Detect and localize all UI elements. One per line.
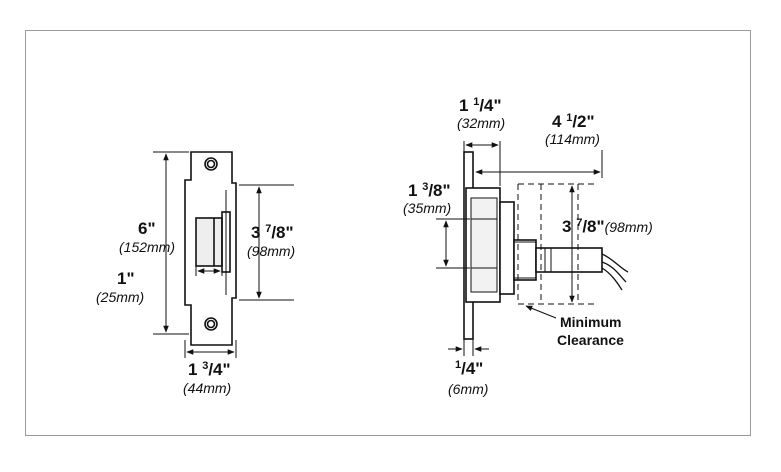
body-height-label: 1 3/8" (408, 181, 451, 200)
front-plate-height-label: 3 7/8" (251, 223, 294, 242)
overall-depth-metric: (114mm) (545, 131, 600, 147)
front-height-label: 6" (138, 219, 156, 238)
body-height-metric: (35mm) (403, 200, 452, 216)
top-screw-hole-inner (206, 159, 216, 169)
keeper-depth-metric: (25mm) (96, 289, 145, 305)
front-width-metric: (44mm) (183, 380, 232, 396)
bottom-screw-hole-inner (206, 319, 216, 329)
lead-wires (601, 253, 629, 291)
overall-depth-label: 4 1/2" (552, 112, 595, 131)
front-plate-height-metric: (98mm) (247, 243, 296, 259)
solenoid-housing (513, 239, 537, 281)
side-dimensions (436, 141, 603, 356)
front-width-label: 1 3/4" (188, 360, 231, 379)
clearance-envelope (517, 183, 596, 305)
mounting-block (499, 201, 515, 295)
front-view (184, 151, 237, 346)
minimum-clearance-line2: Clearance (557, 332, 624, 348)
top-screw-hole (204, 157, 218, 171)
keeper (195, 217, 223, 267)
diagram-frame (25, 30, 751, 436)
clearance-leader (525, 305, 557, 319)
front-height-metric: (152mm) (119, 239, 176, 255)
face-depth-label: 1 1/4" (459, 96, 502, 115)
minimum-clearance-line1: Minimum (560, 314, 622, 330)
face-depth-metric: (32mm) (457, 115, 506, 131)
plate-thickness-label: 1/4" (455, 359, 484, 378)
front-dimensions (153, 151, 294, 358)
solenoid-barrel (535, 247, 603, 273)
clearance-height-label: 3 7/8"(98mm) (562, 217, 653, 236)
plate-thickness-metric: (6mm) (448, 381, 489, 397)
keeper-depth-label: 1" (117, 269, 135, 288)
side-view (463, 151, 629, 340)
bottom-screw-hole (204, 317, 218, 331)
